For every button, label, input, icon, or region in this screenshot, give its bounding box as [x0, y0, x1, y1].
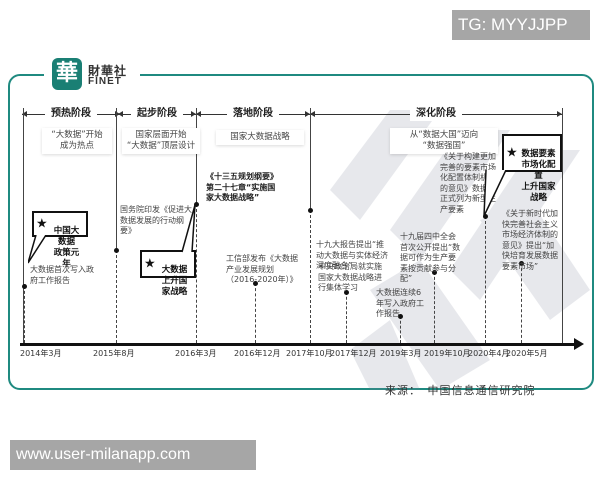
- axis-date: 2019年3月: [380, 349, 422, 358]
- phase-divider: [116, 108, 117, 248]
- timeline-axis: [20, 343, 576, 346]
- axis-date: 2014年3月: [20, 349, 62, 358]
- phase-warmup: 预热阶段: [22, 107, 120, 121]
- callout-text: 大数据 上升国家战略: [161, 265, 188, 297]
- event-dot: [344, 290, 349, 295]
- event-note-2019-03: 大数据连续6年写入政府工作报告: [376, 288, 424, 318]
- event-note-2017-10: 十九大报告提出“推动大数据与实体经济深度融合”: [316, 240, 388, 270]
- event-dropline: [196, 204, 197, 343]
- top-right-tag: TG: MYYJJPP: [452, 10, 590, 40]
- event-dot: [194, 202, 199, 207]
- event-dropline: [116, 250, 117, 343]
- phase-divider: [23, 108, 24, 344]
- event-dot: [114, 248, 119, 253]
- event-dot: [22, 284, 27, 289]
- callout-pointer: [483, 170, 507, 217]
- event-note-2014-03: 大数据首次写入政府工作报告: [30, 265, 94, 285]
- axis-date: 2020年5月: [506, 349, 548, 358]
- event-dot: [519, 261, 524, 266]
- axis-date: 2017年12月: [330, 349, 377, 358]
- source-caption: 来源： 中国信息通信研究院: [385, 384, 536, 397]
- star-icon: ★: [36, 216, 48, 232]
- axis-date: 2015年8月: [93, 349, 135, 358]
- axis-date: 2016年3月: [175, 349, 217, 358]
- phase-description: 国家层面开始 “大数据”顶层设计: [122, 128, 200, 154]
- event-note-2019-10: 十九届四中全会首次公开提出“数据可作为生产要素按贡献参与分配”: [400, 232, 461, 283]
- axis-date: 2019年10月: [424, 349, 471, 358]
- event-note-2017-12: 中央政治局就实施国家大数据战略进行集体学习: [318, 262, 382, 292]
- event-dropline: [310, 210, 311, 343]
- callout-text: 数据要素 市场化配置 上升国家战略: [521, 149, 556, 203]
- phase-label: 起步阶段: [131, 107, 183, 121]
- phase-description: “大数据”开始 成为热点: [42, 128, 112, 154]
- event-dropline: [346, 292, 347, 343]
- event-dot: [398, 314, 403, 319]
- callout-text: 中国大数据 政策元年: [53, 226, 80, 269]
- event-dropline: [434, 272, 435, 343]
- event-dot: [432, 270, 437, 275]
- axis-date: 2017年10月: [286, 349, 333, 358]
- axis-date: 2016年12月: [234, 349, 281, 358]
- event-dropline: [521, 263, 522, 343]
- axis-date: 2020年4月: [468, 349, 510, 358]
- event-dropline: [485, 216, 486, 343]
- phase-label: 落地阶段: [227, 107, 279, 121]
- axis-arrow-icon: [574, 338, 584, 350]
- event-note-2016-03: 《十三五规划纲要》第二十七章“实施国家大数据战略”: [206, 172, 278, 202]
- phase-description: 国家大数据战略: [216, 130, 304, 145]
- diagram-frame: [8, 74, 594, 390]
- logo-name-en: FINET: [88, 76, 122, 87]
- phase-divider: [196, 108, 197, 204]
- logo-name-cn: 財華社: [88, 64, 128, 78]
- event-dropline: [400, 316, 401, 343]
- event-dot: [308, 208, 313, 213]
- event-note-2015-08: 国务院印发《促进大数据发展的行动纲要》: [120, 205, 192, 235]
- event-note-2020-04: 《关于构建更加完善的要素市场化配置体制机制的意见》数据被正式列为新型生产要素: [440, 152, 496, 214]
- callout-national-strategy: ★ 大数据 上升国家战略: [140, 250, 196, 297]
- phase-divider: [562, 108, 563, 344]
- phase-landing: 落地阶段: [196, 107, 310, 121]
- phase-start: 起步阶段: [118, 107, 196, 121]
- callout-pointer: [28, 235, 47, 264]
- star-icon: ★: [144, 256, 156, 272]
- bottom-url-tag: www.user-milanapp.com: [10, 440, 256, 470]
- event-note-2020-05: 《关于新时代加快完善社会主义市场经济体制的意见》提出“加快培育发展数据要素市场”: [502, 209, 558, 271]
- callout-pointer: [181, 205, 196, 253]
- event-dot: [253, 281, 258, 286]
- phase-label: 深化阶段: [410, 107, 462, 121]
- callout-data-factor: ★数据要素 市场化配置 上升国家战略: [502, 134, 562, 203]
- phase-divider: [310, 108, 311, 208]
- finet-logo-icon: 華: [52, 58, 82, 90]
- callout-policy-year: ★ 中国大数据 政策元年: [32, 211, 88, 269]
- event-note-2016-12: 工信部发布《大数据产业发展规划（2016-2020年）》: [226, 254, 298, 284]
- phase-deepening: 深化阶段: [310, 107, 562, 121]
- phase-label: 预热阶段: [45, 107, 97, 121]
- star-icon: ★: [506, 145, 518, 161]
- event-dropline: [24, 286, 25, 343]
- phase-description: 从“数据大国”迈向 “数据强国”: [390, 128, 498, 154]
- event-dot: [483, 214, 488, 219]
- event-dropline: [255, 283, 256, 343]
